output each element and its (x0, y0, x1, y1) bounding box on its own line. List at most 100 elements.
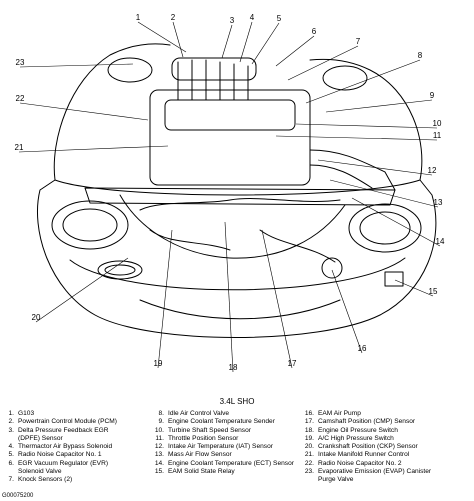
legend-entry-number: 7. (8, 476, 15, 483)
legend-entry: Purge Valve (300, 476, 431, 484)
legend-entry: 3.Delta Pressure Feedback EGR (0, 427, 117, 435)
legend-entry-label: Evaporative Emission (EVAP) Canister (318, 467, 432, 475)
legend-entry: (DPFE) Sensor (0, 435, 117, 443)
callout-number-5: 5 (277, 14, 282, 23)
callout-leader-2 (172, 21, 184, 58)
grille-emblem (97, 260, 143, 280)
legend-entry-number: 16. (304, 410, 314, 417)
legend-entry: 19.A/C High Pressure Switch (300, 435, 431, 443)
legend-entry-label: Engine Oil Pressure Switch (318, 426, 398, 434)
wiring-harness (139, 198, 341, 211)
callout-number-18: 18 (229, 363, 238, 372)
callout-number-20: 20 (32, 313, 41, 322)
engine-block (149, 89, 311, 186)
callout-leader-6 (275, 35, 315, 67)
legend-entry-number: 12. (154, 443, 164, 450)
legend-entry-label: Turbine Shaft Speed Sensor (168, 426, 251, 434)
legend-entry-label: Thermactor Air Bypass Solenoid (18, 443, 113, 450)
legend-entry: 2.Powertrain Control Module (PCM) (0, 418, 117, 426)
legend-entry-label: (DPFE) Sensor (18, 434, 63, 442)
air-pump (321, 257, 343, 279)
callout-number-7: 7 (356, 37, 361, 46)
legend-entry-label: Idle Air Control Valve (168, 410, 230, 417)
callout-number-13: 13 (434, 198, 443, 207)
legend-entry-label: Radio Noise Capacitor No. 1 (18, 451, 102, 459)
grille-emblem-inner (104, 264, 136, 276)
legend-entry: 13. Mass Air Flow Sensor (150, 451, 294, 459)
legend-entry-label: Engine Coolant Temperature (ECT) Sensor (168, 459, 294, 467)
callout-number-11: 11 (433, 131, 442, 140)
figure-caption: 3.4L SHO (219, 397, 255, 406)
legend-entry-number: 19. (304, 434, 314, 442)
legend-entry-label: EAM Air Pump (318, 410, 361, 417)
callout-number-21: 21 (15, 143, 24, 152)
legend-entry-number: 15. (154, 467, 164, 475)
legend-entry: 9.Engine Coolant Temperature Sender (150, 418, 294, 426)
callout-number-9: 9 (430, 91, 435, 100)
callout-leader-8 (305, 59, 421, 104)
callout-leader-12 (317, 159, 433, 176)
bumper-lower-contour (69, 257, 406, 291)
legend-entry: 12.Intake Air Temperature (IAT) Sensor (150, 443, 294, 451)
fan-shroud (119, 194, 346, 259)
left-headlamp (51, 200, 129, 250)
legend-entry-label: Knock Sensors (2) (18, 476, 73, 483)
legend-entry: 18. Engine Oil Pressure Switch (300, 427, 431, 435)
callout-leader-14 (351, 197, 441, 247)
legend-entry-label: Purge Valve (318, 476, 354, 483)
air-intake-duct (309, 149, 396, 191)
callout-number-6: 6 (312, 27, 317, 36)
callout-leader-13 (329, 179, 439, 208)
callout-number-10: 10 (433, 119, 442, 128)
legend-entry-number: 17. (304, 418, 314, 426)
callout-leader-16 (331, 269, 363, 354)
callout-number-1: 1 (136, 13, 141, 22)
callout-leader-4 (239, 21, 253, 63)
legend-entry: 8.Idle Air Control Valve (150, 410, 294, 418)
callout-leader-19 (157, 229, 173, 369)
legend-entry-number: 9. (158, 418, 165, 426)
air-intake-duct-lower (309, 164, 373, 189)
legend-entry: 14.Engine Coolant Temperature (ECT) Sens… (150, 460, 294, 468)
left-headlamp-lens (62, 208, 118, 242)
legend-entry-label: Solenoid Valve (18, 467, 62, 475)
right-headlamp-lens (359, 211, 411, 245)
callout-number-17: 17 (288, 359, 297, 368)
callout-leader-1 (137, 21, 187, 53)
legend-entry-number: 6. (8, 459, 15, 467)
callout-number-3: 3 (230, 16, 235, 25)
legend-entry-label: EAM Solid State Relay (168, 467, 235, 475)
legend-entry-label: Radio Noise Capacitor No. 2 (318, 459, 402, 467)
legend-entry-label: Camshaft Position (CMP) Sensor (318, 418, 416, 426)
legend-entry-label: Mass Air Flow Sensor (168, 451, 232, 459)
callout-leader-21 (18, 145, 169, 153)
legend-entry: 7.Knock Sensors (2) (0, 476, 117, 484)
legend-entry-number: 20. (304, 443, 314, 450)
callout-leader-23 (19, 63, 134, 68)
callout-number-14: 14 (436, 237, 445, 246)
legend-entry-number (0, 468, 18, 476)
legend-column-3: 16. EAM Air Pump 17. Camshaft Position (CMP… (300, 410, 431, 484)
callout-number-15: 15 (429, 287, 438, 296)
legend-entry-label: EGR Vacuum Regulator (EVR) (18, 459, 109, 467)
legend-entry: 5.Radio Noise Capacitor No. 1 (0, 451, 117, 459)
callout-leader-3 (221, 24, 233, 59)
legend-entry: 4.Thermactor Air Bypass Solenoid (0, 443, 117, 451)
legend-entry-number: 13. (154, 451, 164, 459)
legend-entry-number: 18. (304, 426, 314, 434)
bumper-chin (139, 299, 341, 320)
legend-entry-label: G103 (18, 410, 35, 417)
legend-entry: 6.EGR Vacuum Regulator (EVR) (0, 460, 117, 468)
legend-entry-number (0, 435, 18, 443)
legend-entry-number: 11. (155, 434, 164, 442)
legend-entry: 21.Intake Manifold Runner Control (300, 451, 431, 459)
legend-entry-label: Engine Coolant Temperature Sender (168, 418, 275, 426)
right-strut-tower (322, 65, 368, 91)
legend-entry-number: 22. (304, 459, 314, 467)
callout-leader-11 (275, 135, 438, 141)
relay-box (384, 271, 404, 287)
valve-cover (164, 99, 296, 131)
